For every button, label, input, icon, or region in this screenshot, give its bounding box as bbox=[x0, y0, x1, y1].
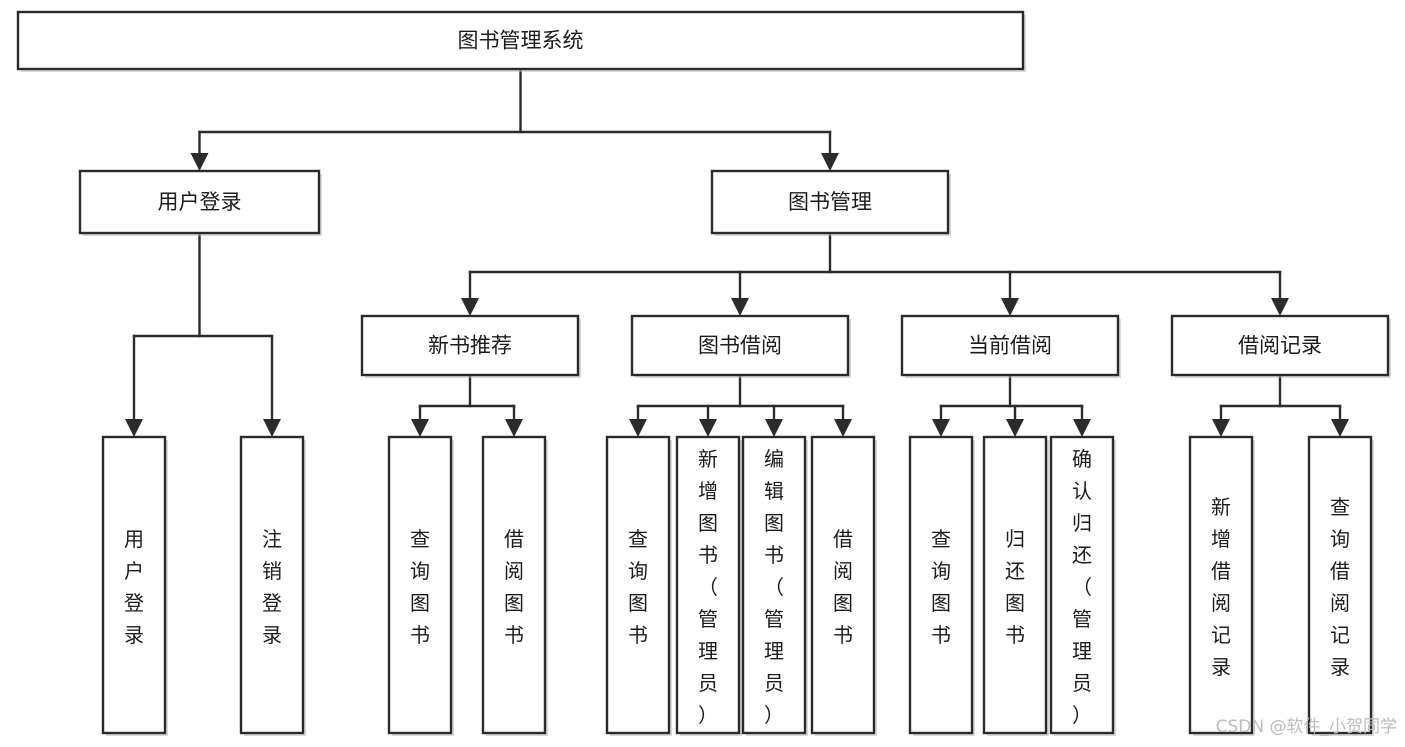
node-label: 借阅记录 bbox=[1238, 334, 1322, 358]
node-leaf-return-book[interactable]: 归还图书 bbox=[982, 435, 1049, 736]
node-rect[interactable] bbox=[387, 435, 453, 735]
node-rect[interactable] bbox=[900, 314, 1120, 377]
node-label: 用户登录 bbox=[124, 527, 144, 647]
node-leaf-query-book-borrow[interactable]: 查询图书 bbox=[605, 435, 672, 736]
arrow-head-icon bbox=[765, 419, 783, 437]
node-leaf-add-book[interactable]: 新增图书（管理员） bbox=[675, 435, 742, 736]
node-rect[interactable] bbox=[78, 169, 321, 235]
node-rect[interactable] bbox=[982, 435, 1048, 735]
node-leaf-borrow-book[interactable]: 借阅图书 bbox=[810, 435, 877, 736]
node-leaf-logout[interactable]: 注销登录 bbox=[239, 435, 306, 736]
connector-group-new-book-recommend bbox=[411, 373, 523, 437]
node-rect[interactable] bbox=[239, 435, 305, 735]
node-label: 当前借阅 bbox=[968, 334, 1052, 358]
node-leaf-confirm-return[interactable]: 确认归还（管理员） bbox=[1049, 435, 1116, 736]
arrow-head-icon bbox=[1212, 419, 1230, 437]
node-label: 查询图书 bbox=[931, 527, 951, 647]
node-rect[interactable] bbox=[1307, 435, 1373, 735]
arrow-head-icon bbox=[190, 153, 209, 171]
node-rect[interactable] bbox=[481, 435, 547, 735]
node-rect[interactable] bbox=[741, 435, 807, 735]
arrow-head-icon bbox=[505, 419, 523, 437]
node-rect[interactable] bbox=[810, 435, 876, 735]
node-leaf-borrow-book-recommend[interactable]: 借阅图书 bbox=[481, 435, 548, 736]
node-current-borrow[interactable]: 当前借阅 bbox=[900, 314, 1121, 378]
node-label: 归还图书 bbox=[1005, 527, 1025, 647]
arrow-head-icon bbox=[731, 298, 749, 316]
node-book-borrow[interactable]: 图书借阅 bbox=[630, 314, 851, 378]
arrow-head-icon bbox=[834, 419, 852, 437]
node-label: 新增图书（管理员） bbox=[698, 447, 718, 727]
node-label: 借阅图书 bbox=[504, 527, 524, 647]
arrow-head-icon bbox=[1271, 298, 1289, 316]
edges-layer bbox=[125, 67, 1349, 437]
node-rect[interactable] bbox=[1049, 435, 1115, 735]
node-leaf-query-borrow-record[interactable]: 查询借阅记录 bbox=[1307, 435, 1374, 736]
node-rect[interactable] bbox=[1188, 435, 1254, 735]
node-user-login[interactable]: 用户登录 bbox=[78, 169, 322, 236]
arrow-head-icon bbox=[821, 153, 839, 171]
node-rect[interactable] bbox=[675, 435, 741, 735]
connector-group-root bbox=[190, 67, 839, 171]
node-new-book-recommend[interactable]: 新书推荐 bbox=[360, 314, 581, 378]
node-rect[interactable] bbox=[605, 435, 671, 735]
node-rect[interactable] bbox=[101, 435, 167, 735]
node-label: 编辑图书（管理员） bbox=[764, 447, 784, 727]
node-leaf-user-login[interactable]: 用户登录 bbox=[101, 435, 168, 736]
connector-group-book-management bbox=[461, 231, 1289, 316]
node-label: 图书管理 bbox=[788, 190, 872, 214]
arrow-head-icon bbox=[1073, 419, 1091, 437]
node-label: 查询图书 bbox=[628, 527, 648, 647]
node-leaf-add-borrow-record[interactable]: 新增借阅记录 bbox=[1188, 435, 1255, 736]
node-leaf-edit-book[interactable]: 编辑图书（管理员） bbox=[741, 435, 808, 736]
connector-group-current-borrow bbox=[932, 373, 1091, 437]
node-label: 注销登录 bbox=[262, 527, 282, 647]
arrow-head-icon bbox=[1006, 419, 1024, 437]
arrow-head-icon bbox=[263, 419, 281, 437]
node-label: 图书借阅 bbox=[698, 334, 782, 358]
arrow-head-icon bbox=[629, 419, 647, 437]
node-rect[interactable] bbox=[16, 10, 1025, 71]
node-label: 查询借阅记录 bbox=[1330, 495, 1350, 679]
node-label: 新增借阅记录 bbox=[1211, 495, 1231, 679]
node-rect[interactable] bbox=[908, 435, 974, 735]
arrow-head-icon bbox=[932, 419, 950, 437]
node-book-management[interactable]: 图书管理 bbox=[710, 169, 951, 236]
arrow-head-icon bbox=[699, 419, 717, 437]
node-label: 图书管理系统 bbox=[458, 29, 584, 53]
arrow-head-icon bbox=[411, 419, 429, 437]
node-rect[interactable] bbox=[630, 314, 850, 377]
connector-group-book-borrow bbox=[629, 373, 852, 437]
node-rect[interactable] bbox=[1170, 314, 1390, 377]
node-borrow-record[interactable]: 借阅记录 bbox=[1170, 314, 1391, 378]
node-rect[interactable] bbox=[360, 314, 580, 377]
node-label: 确认归还（管理员） bbox=[1072, 447, 1092, 727]
node-leaf-query-book-current[interactable]: 查询图书 bbox=[908, 435, 975, 736]
arrow-head-icon bbox=[125, 419, 143, 437]
node-label: 查询图书 bbox=[410, 527, 430, 647]
node-rect[interactable] bbox=[710, 169, 950, 235]
arrow-head-icon bbox=[461, 298, 479, 316]
arrow-head-icon bbox=[1331, 419, 1349, 437]
connector-group-user-login bbox=[125, 231, 281, 437]
node-leaf-query-book-recommend[interactable]: 查询图书 bbox=[387, 435, 454, 736]
node-label: 借阅图书 bbox=[833, 527, 853, 647]
node-root[interactable]: 图书管理系统 bbox=[16, 10, 1026, 72]
node-label: 用户登录 bbox=[158, 190, 242, 214]
csdn-watermark: CSDN @软件_小贺同学 bbox=[1216, 717, 1397, 737]
nodes-layer: 图书管理系统用户登录图书管理新书推荐图书借阅当前借阅借阅记录用户登录注销登录查询… bbox=[16, 10, 1391, 736]
connector-group-borrow-record bbox=[1212, 373, 1349, 437]
node-label: 新书推荐 bbox=[428, 334, 512, 358]
arrow-head-icon bbox=[1001, 298, 1019, 316]
